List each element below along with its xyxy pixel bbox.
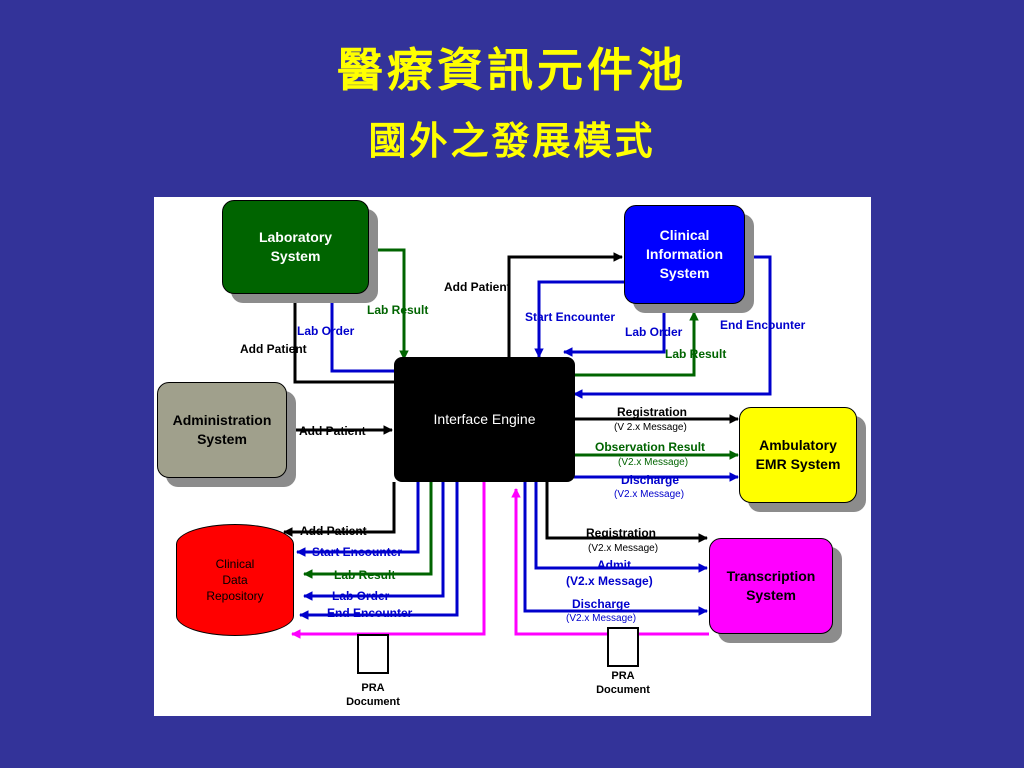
edge-start-encounter-to-cdr [296, 482, 420, 557]
edge-admit-to-trans [534, 482, 708, 573]
edge-label-admit: Admit [597, 558, 631, 572]
edge-label-observation-result: Observation Result [595, 440, 706, 454]
edge-label-discharge-amb: Discharge [621, 473, 680, 487]
edge-label-registration-amb: Registration [617, 405, 688, 419]
edge-sublabel-registration-trans: (V2.x Message) [588, 543, 659, 554]
edge-label-add-patient-top: Add Patient [444, 280, 511, 294]
edge-add-patient-to-lab [290, 293, 394, 384]
edge-label-add-patient-left: Add Patient [240, 342, 307, 356]
edge-label-lab-order-top: Lab Order [297, 324, 355, 338]
edge-sublabel-observation-result: (V2.x Message) [618, 457, 689, 468]
edge-label-lab-order-cis: Lab Order [625, 325, 683, 339]
slide-title: 醫療資訊元件池 [337, 43, 687, 97]
edge-label-start-encounter-cdr: Start Encounter [312, 545, 403, 559]
node-ambulatory-emr-system: Ambulatory EMR System [739, 407, 857, 503]
edge-add-patient-to-cdr [283, 482, 396, 537]
pra-document-icon-left [357, 634, 389, 674]
edge-lab-result-from-cis [574, 311, 699, 377]
edge-document-to-cdr [291, 482, 486, 639]
pra-document-icon-right [607, 627, 639, 667]
edge-end-encounter-from-cis [573, 255, 772, 399]
edge-label-lab-result-cdr: Lab Result [334, 568, 396, 582]
edge-start-encounter-from-cis [534, 280, 629, 358]
edge-sublabel-registration-amb: (V 2.x Message) [614, 422, 687, 433]
edge-label-lab-result-top: Lab Result [367, 303, 429, 317]
edge-label-lab-order-cdr: Lab Order [332, 589, 390, 603]
edge-end-encounter-to-cdr [299, 482, 459, 620]
node-clinical-information-system: Clinical Information System [624, 205, 745, 304]
edge-label-discharge-trans: Discharge [572, 597, 631, 611]
node-interface-engine: Interface Engine [394, 357, 575, 482]
edge-sublabel-discharge-amb: (V2.x Message) [614, 489, 685, 500]
edge-lab-order-to-cdr [303, 482, 445, 601]
edge-label-end-encounter-top: End Encounter [720, 318, 806, 332]
edge-lab-result-from-lab [369, 248, 409, 360]
edge-discharge-to-trans [523, 482, 708, 616]
pra-document-label-right: PRA Document [596, 670, 650, 696]
edge-label-add-patient-admin: Add Patient [299, 424, 366, 438]
edge-lab-result-to-cdr [303, 482, 433, 579]
pra-document-label-left: PRA Document [346, 682, 400, 708]
edge-label-admit-sub: (V2.x Message) [566, 574, 653, 588]
node-transcription-system: Transcription System [709, 538, 833, 634]
edge-label-start-encounter-top: Start Encounter [525, 310, 616, 324]
slide-subtitle: 國外之發展模式 [368, 119, 656, 163]
edge-add-patient-to-cis [507, 252, 623, 357]
edge-label-end-encounter-cdr: End Encounter [327, 606, 413, 620]
edge-sublabel-discharge-trans: (V2.x Message) [566, 613, 637, 624]
node-laboratory-system: Laboratory System [222, 200, 369, 294]
edge-lab-order-to-cis [563, 304, 666, 357]
edge-lab-order-to-lab [327, 293, 394, 373]
node-administration-system: Administration System [157, 382, 287, 478]
edge-label-lab-result-cis: Lab Result [665, 347, 727, 361]
node-clinical-data-repository: Clinical Data Repository [176, 524, 294, 636]
edge-document-from-transcription [511, 488, 709, 636]
diagram-connectors [283, 248, 772, 639]
edge-label-add-patient-cdr: Add Patient [300, 524, 367, 538]
edge-label-registration-trans: Registration [586, 526, 657, 540]
edge-registration-to-trans [545, 482, 708, 543]
interface-engine-diagram: Laboratory System Clinical Information S… [154, 197, 871, 716]
